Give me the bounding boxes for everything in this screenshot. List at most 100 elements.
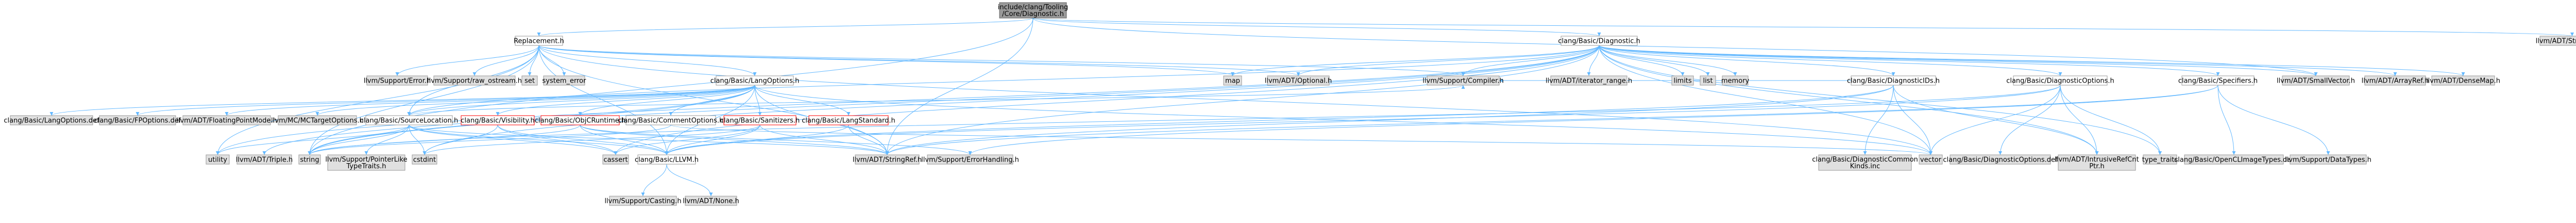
node-box bbox=[99, 115, 176, 125]
edge-diagnostic-to-cassert bbox=[614, 45, 1600, 155]
node-label: list bbox=[1703, 77, 1713, 85]
edge-objcruntime-to-llvm_h bbox=[580, 124, 669, 155]
node-label: utility bbox=[208, 156, 227, 164]
node-sanitizers[interactable]: clang/Basic/Sanitizers.h bbox=[720, 115, 800, 125]
node-system-error[interactable]: system_error bbox=[543, 75, 587, 86]
node-cassert[interactable]: cassert bbox=[602, 154, 629, 165]
node-openclimagetypes[interactable]: clang/Basic/OpenCLImageTypes.def bbox=[2174, 154, 2294, 165]
node-fpoptions-def[interactable]: clang/Basic/FPOptions.def bbox=[94, 115, 181, 125]
node-casting[interactable]: llvm/Support/Casting.h bbox=[604, 196, 682, 206]
node-diagoptions-def[interactable]: clang/Basic/DiagnosticOptions.def bbox=[1943, 154, 2058, 165]
edge-sourcelocation-to-pointerlike bbox=[364, 124, 410, 155]
node-diagnostic[interactable]: clang/Basic/Diagnostic.h bbox=[1558, 36, 1640, 46]
node-datatypes[interactable]: llvm/Support/DataTypes.h bbox=[2285, 154, 2371, 165]
node-memory[interactable]: memory bbox=[1721, 75, 1750, 86]
node-string[interactable]: string bbox=[298, 154, 321, 165]
node-label: TypeTraits.h bbox=[346, 163, 386, 170]
node-box bbox=[2290, 154, 2367, 165]
edge-diagnosticoptions-to-type_traits bbox=[2060, 85, 2162, 155]
node-box bbox=[609, 196, 677, 206]
node-box bbox=[540, 115, 620, 125]
node-utility[interactable]: utility bbox=[206, 154, 230, 165]
node-stringref[interactable]: llvm/ADT/StringRef.h bbox=[853, 154, 922, 165]
node-langoptions[interactable]: clang/Basic/LangOptions.h bbox=[710, 75, 800, 86]
edge-langstandard-to-stringref bbox=[848, 124, 889, 155]
edge-sanitizers-to-llvm_h bbox=[665, 124, 760, 155]
node-map[interactable]: map bbox=[1223, 75, 1242, 86]
node-compiler[interactable]: llvm/Support/Compiler.h bbox=[1422, 75, 1504, 86]
node-label: limits bbox=[1673, 77, 1692, 85]
node-diagnosticoptions[interactable]: clang/Basic/DiagnosticOptions.h bbox=[2006, 75, 2114, 86]
node-label: clang/Basic/LLVM.h bbox=[635, 156, 699, 164]
node-stringmap[interactable]: llvm/ADT/StringMap.h bbox=[2536, 36, 2576, 46]
node-triple[interactable]: llvm/ADT/Triple.h bbox=[236, 154, 293, 165]
edge-diagnostic-to-compiler bbox=[1461, 45, 1600, 76]
node-label: Replacement.h bbox=[514, 38, 564, 45]
node-llvm-h[interactable]: clang/Basic/LLVM.h bbox=[635, 154, 699, 165]
node-smallvector[interactable]: llvm/ADT/SmallVector.h bbox=[2277, 75, 2355, 86]
node-box bbox=[1851, 75, 1936, 86]
node-densemap[interactable]: llvm/ADT/DenseMap.h bbox=[2426, 75, 2500, 86]
edge-commentoptions-to-vector bbox=[670, 124, 1933, 155]
node-label: llvm/Support/raw_ostream.h bbox=[427, 77, 522, 85]
node-floatingpointmode[interactable]: llvm/ADT/FloatingPointMode.h bbox=[176, 115, 277, 125]
node-optional[interactable]: llvm/ADT/Optional.h bbox=[1265, 75, 1332, 86]
node-label: Kinds.inc bbox=[1850, 163, 1880, 170]
node-box bbox=[2184, 154, 2284, 165]
node-label: cstdint bbox=[413, 156, 436, 164]
node-langstandard[interactable]: clang/Basic/LangStandard.h bbox=[802, 115, 895, 125]
node-label: llvm/ADT/FloatingPointMode.h bbox=[176, 117, 277, 125]
node-box bbox=[855, 154, 920, 165]
edge-replacement-to-langoptions bbox=[538, 45, 757, 76]
node-set[interactable]: set bbox=[521, 75, 538, 86]
node-box bbox=[2282, 75, 2350, 86]
node-diagnosticids[interactable]: clang/Basic/DiagnosticIDs.h bbox=[1847, 75, 1940, 86]
node-sourcelocation[interactable]: clang/Basic/SourceLocation.h bbox=[360, 115, 458, 125]
node-specifiers[interactable]: clang/Basic/Specifiers.h bbox=[2178, 75, 2258, 86]
edge-sourcelocation-to-compiler bbox=[409, 85, 1465, 116]
edge-sourcelocation-to-string bbox=[308, 124, 410, 155]
edge-diagnostic-to-memory bbox=[1599, 45, 1737, 76]
node-vector[interactable]: vector bbox=[1919, 154, 1943, 165]
node-label: clang/Basic/Visibility.h bbox=[461, 117, 534, 125]
edge-diagnosticoptions-to-vector bbox=[1929, 85, 2061, 155]
node-raw-ostream[interactable]: llvm/Support/raw_ostream.h bbox=[427, 75, 522, 86]
node-list[interactable]: list bbox=[1700, 75, 1716, 86]
node-errorhandling[interactable]: llvm/Support/ErrorHandling.h bbox=[921, 154, 1019, 165]
node-root[interactable]: include/clang/Tooling/Core/Diagnostic.h bbox=[998, 2, 1068, 19]
node-box bbox=[1722, 75, 1749, 86]
node-cstdint[interactable]: cstdint bbox=[412, 154, 437, 165]
node-box bbox=[625, 115, 716, 125]
edge-langoptions-to-objcruntime bbox=[578, 85, 755, 116]
node-arrayref[interactable]: llvm/ADT/ArrayRef.h bbox=[2362, 75, 2429, 86]
node-label: llvm/Support/Error.h bbox=[364, 77, 431, 85]
node-box bbox=[1700, 75, 1716, 86]
edge-langoptions-to-mctargetoptions bbox=[315, 85, 755, 116]
node-box bbox=[1818, 154, 1912, 171]
node-iterator-range[interactable]: llvm/ADT/iterator_range.h bbox=[1546, 75, 1632, 86]
edge-diagnostic-to-optional bbox=[1296, 45, 1600, 76]
node-none[interactable]: llvm/ADT/None.h bbox=[683, 196, 739, 206]
node-label: map bbox=[1225, 77, 1240, 85]
edge-root-to-stringref bbox=[885, 18, 1033, 155]
edge-visibility-to-llvm_h bbox=[497, 124, 669, 155]
node-langoptions-def[interactable]: clang/Basic/LangOptions.def bbox=[4, 115, 99, 125]
node-box bbox=[637, 154, 696, 165]
node-visibility[interactable]: clang/Basic/Visibility.h bbox=[461, 115, 535, 125]
node-mctargetoptions[interactable]: llvm/MC/MCTargetOptions.h bbox=[271, 115, 364, 125]
edge-specifiers-to-stringref bbox=[885, 85, 2218, 155]
node-support-error[interactable]: llvm/Support/Error.h bbox=[364, 75, 431, 86]
node-commentoptions[interactable]: clang/Basic/CommentOptions.h bbox=[618, 115, 724, 125]
node-label: memory bbox=[1721, 77, 1750, 85]
edge-langoptions-to-fpoptions_def bbox=[135, 85, 755, 116]
node-objcruntime[interactable]: clang/Basic/ObjCRuntime.h bbox=[535, 115, 625, 125]
node-label: llvm/ADT/ArrayRef.h bbox=[2362, 77, 2429, 85]
node-limits[interactable]: limits bbox=[1671, 75, 1694, 86]
edge-diagnosticoptions-to-llvm_h bbox=[665, 85, 2061, 155]
node-replacement[interactable]: Replacement.h bbox=[514, 36, 564, 46]
node-type-traits[interactable]: type_traits bbox=[2142, 154, 2178, 165]
